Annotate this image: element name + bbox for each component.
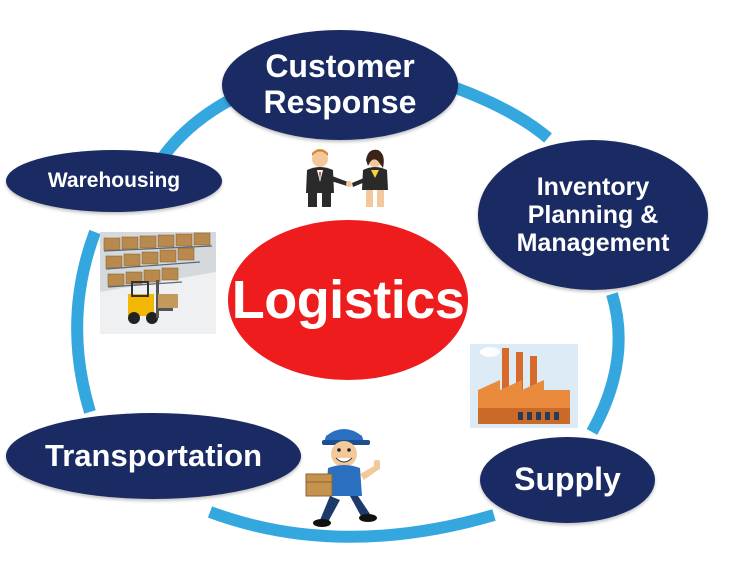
- factory-icon: [470, 344, 578, 428]
- ring-arc-right: [586, 292, 625, 435]
- customer-response-node: Customer Response: [222, 30, 458, 140]
- delivery-man-icon: [305, 429, 380, 527]
- inventory-line2: Planning &: [527, 201, 659, 229]
- inventory-line3: Management: [516, 229, 670, 257]
- transportation-node: Transportation: [6, 413, 301, 499]
- inventory-planning-node: Inventory Planning & Management: [478, 140, 708, 290]
- logistics-center-node: Logistics: [228, 220, 468, 380]
- warehouse-forklift-icon: [100, 232, 216, 334]
- inventory-line1: Inventory: [536, 173, 650, 201]
- ring-arc-bottom: [207, 506, 496, 543]
- logistics-label: Logistics: [231, 270, 465, 330]
- supply-node: Supply: [480, 437, 655, 523]
- supply-label: Supply: [514, 461, 621, 498]
- transportation-label: Transportation: [44, 437, 262, 473]
- warehousing-node: Warehousing: [6, 150, 222, 212]
- customer-response-line1: Customer: [265, 48, 415, 85]
- ring-arc-top-right: [453, 82, 552, 143]
- warehousing-label: Warehousing: [47, 169, 181, 193]
- customer-response-line2: Response: [263, 84, 417, 120]
- ring-arc-left: [71, 229, 101, 414]
- handshake-people-icon: [306, 149, 388, 207]
